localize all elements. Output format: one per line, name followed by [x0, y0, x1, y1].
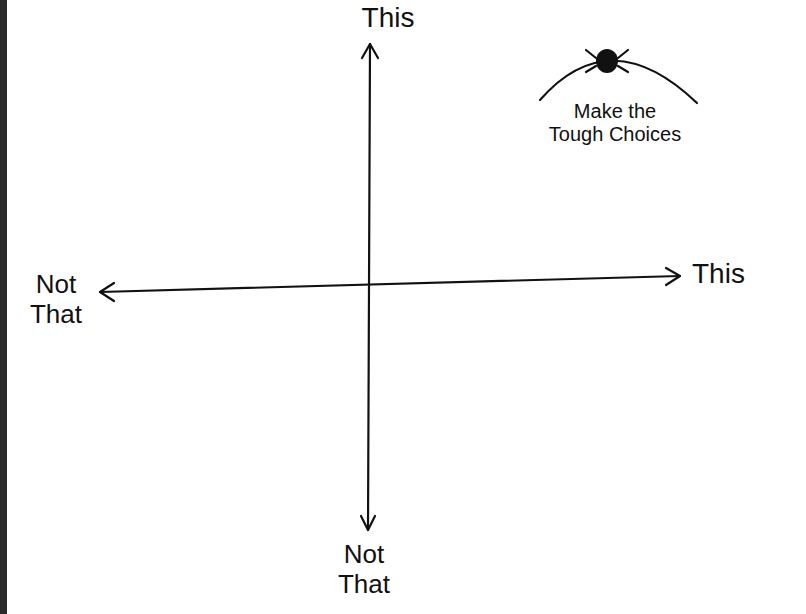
arrow-head	[100, 283, 114, 301]
frame-edge	[0, 0, 7, 614]
position-dot	[596, 49, 618, 73]
axis-end-label: This	[692, 258, 745, 290]
axis-end-label: Not That	[30, 270, 82, 330]
axis-end-label: This	[362, 2, 415, 34]
horizontal-axis	[100, 276, 680, 292]
arrow-head	[361, 516, 375, 530]
spider-leg	[586, 66, 596, 72]
arrow-head	[666, 268, 680, 285]
spider-leg	[586, 50, 596, 58]
choice-arc	[540, 61, 697, 103]
quadrant-callout: Make the Tough Choices	[545, 100, 685, 146]
vertical-axis	[368, 44, 370, 530]
axis-end-label: Not That	[338, 540, 390, 600]
spider-leg	[618, 66, 628, 72]
arrow-head	[362, 44, 378, 58]
spider-leg	[618, 50, 628, 58]
